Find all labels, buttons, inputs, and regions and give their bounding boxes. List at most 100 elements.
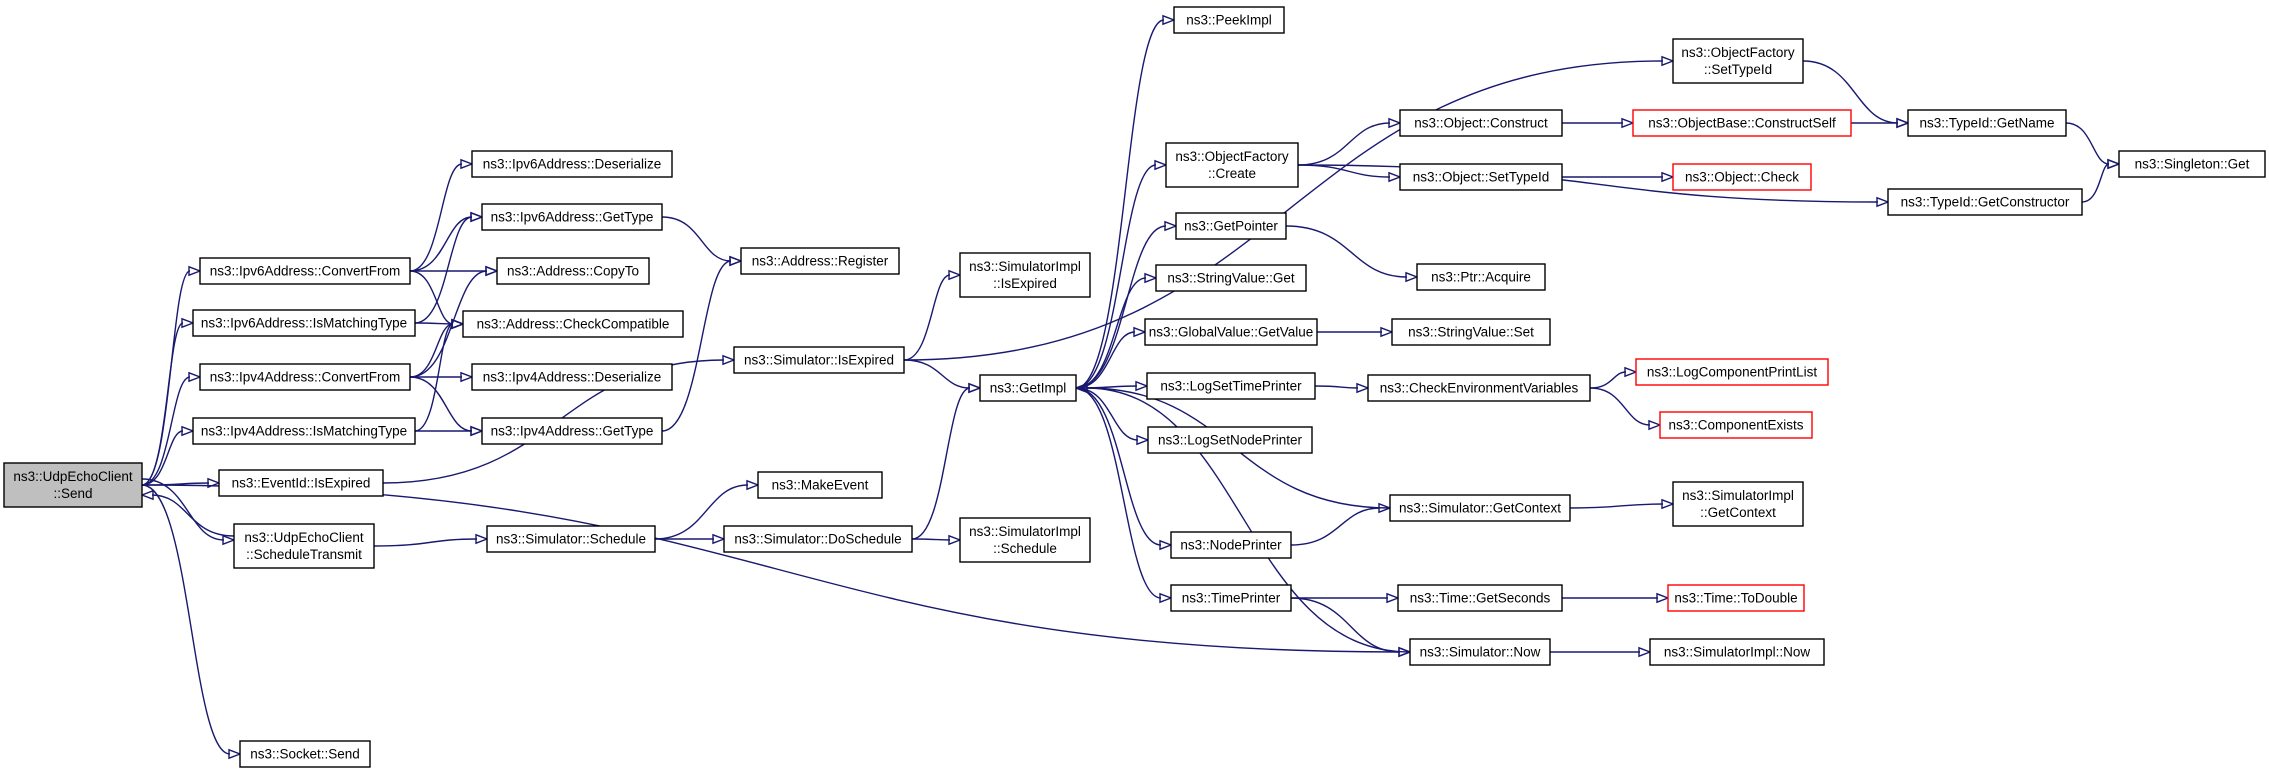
node-svset[interactable]: ns3::StringValue::Set bbox=[1391, 318, 1551, 346]
node-nodeprinter[interactable]: ns3::NodePrinter bbox=[1170, 531, 1292, 559]
edge-checkenv-to-compexists bbox=[1589, 387, 1662, 431]
edge-arrowhead bbox=[1164, 220, 1178, 232]
edge-ipv6imt-to-ipv6gt bbox=[414, 211, 484, 324]
node-svget[interactable]: ns3::StringValue::Get bbox=[1155, 264, 1307, 292]
node-ptracquire[interactable]: ns3::Ptr::Acquire bbox=[1416, 263, 1546, 291]
edge-line bbox=[409, 163, 463, 272]
node-schedtx[interactable]: ns3::UdpEchoClient::ScheduleTransmit bbox=[233, 523, 375, 569]
node-simgetctx[interactable]: ns3::Simulator::GetContext bbox=[1389, 494, 1571, 522]
edge-arrowhead bbox=[1661, 55, 1675, 67]
node-label: ns3::GetPointer bbox=[1184, 219, 1278, 234]
node-getpointer[interactable]: ns3::GetPointer bbox=[1175, 212, 1287, 240]
node-label: ns3::ObjectBase::ConstructSelf bbox=[1648, 116, 1836, 131]
edge-line bbox=[661, 260, 732, 432]
edge-arrowhead bbox=[1136, 434, 1150, 446]
node-simisexp[interactable]: ns3::Simulator::IsExpired bbox=[733, 346, 905, 374]
node-timetodouble[interactable]: ns3::Time::ToDouble bbox=[1667, 584, 1805, 612]
node-checkcompat[interactable]: ns3::Address::CheckCompatible bbox=[462, 310, 684, 338]
node-logcompprint[interactable]: ns3::LogComponentPrintList bbox=[1635, 358, 1829, 386]
node-evexp[interactable]: ns3::EventId::IsExpired bbox=[218, 469, 384, 497]
edge-ipv6cf-to-ipv6deser bbox=[409, 158, 474, 272]
edge-arrowhead bbox=[475, 533, 489, 545]
node-socksend[interactable]: ns3::Socket::Send bbox=[239, 740, 371, 768]
node-box bbox=[192, 417, 416, 445]
node-label: ns3::Object::Construct bbox=[1414, 116, 1548, 131]
edge-line bbox=[141, 376, 191, 486]
node-ofsettypeid[interactable]: ns3::ObjectFactory::SetTypeId bbox=[1672, 38, 1804, 84]
edge-arrowhead bbox=[1154, 159, 1168, 171]
node-simimplgetctx[interactable]: ns3::SimulatorImpl::GetContext bbox=[1672, 481, 1804, 527]
node-box bbox=[1672, 163, 1812, 191]
node-simimplisexp[interactable]: ns3::SimulatorImpl::IsExpired bbox=[959, 252, 1091, 298]
node-label: ::SetTypeId bbox=[1704, 62, 1772, 77]
node-getimpl[interactable]: ns3::GetImpl bbox=[979, 374, 1077, 402]
node-ipv6deser[interactable]: ns3::Ipv6Address::Deserialize bbox=[471, 150, 673, 178]
node-label: ns3::Ipv6Address::Deserialize bbox=[483, 157, 662, 172]
node-box bbox=[1659, 411, 1813, 439]
node-label: ns3::TypeId::GetName bbox=[1919, 116, 2054, 131]
node-box bbox=[1632, 109, 1852, 137]
edge-arrowhead bbox=[1159, 539, 1173, 551]
edge-timeprinter-to-simnow bbox=[1290, 597, 1412, 658]
node-timeprinter[interactable]: ns3::TimePrinter bbox=[1170, 584, 1292, 612]
node-ipv4imt[interactable]: ns3::Ipv4Address::IsMatchingType bbox=[192, 417, 416, 445]
edge-arrowhead bbox=[485, 265, 499, 277]
node-ipv4cf[interactable]: ns3::Ipv4Address::ConvertFrom bbox=[199, 363, 411, 391]
node-peekimpl[interactable]: ns3::PeekImpl bbox=[1173, 6, 1285, 34]
node-box bbox=[1165, 142, 1299, 188]
edge-line bbox=[409, 270, 454, 325]
edge-line bbox=[373, 538, 478, 547]
node-ipv6imt[interactable]: ns3::Ipv6Address::IsMatchingType bbox=[192, 309, 416, 337]
edge-arrowhead bbox=[181, 317, 195, 329]
node-addrreg[interactable]: ns3::Address::Register bbox=[740, 247, 900, 275]
node-ipv4gt[interactable]: ns3::Ipv4Address::GetType bbox=[481, 417, 663, 445]
node-send[interactable]: ns3::UdpEchoClient::Send bbox=[3, 462, 143, 508]
node-label: ::ScheduleTransmit bbox=[246, 547, 362, 562]
edge-arrowhead bbox=[1133, 326, 1147, 338]
node-label: ns3::LogSetNodePrinter bbox=[1158, 433, 1303, 448]
node-simimplsched[interactable]: ns3::SimulatorImpl::Schedule bbox=[959, 517, 1091, 563]
node-typeidgetname[interactable]: ns3::TypeId::GetName bbox=[1907, 109, 2067, 137]
node-objsettypeid[interactable]: ns3::Object::SetTypeId bbox=[1399, 163, 1563, 191]
node-ipv4deser[interactable]: ns3::Ipv4Address::Deserialize bbox=[471, 363, 673, 391]
node-simsched[interactable]: ns3::Simulator::Schedule bbox=[486, 525, 656, 553]
node-typeidgetctor[interactable]: ns3::TypeId::GetConstructor bbox=[1887, 188, 2083, 216]
edge-line bbox=[141, 484, 1401, 653]
edge-getimpl-to-nodeprinter bbox=[1075, 387, 1173, 551]
node-logsetnode[interactable]: ns3::LogSetNodePrinter bbox=[1147, 426, 1313, 454]
node-label: ns3::TimePrinter bbox=[1182, 591, 1281, 606]
edge-line bbox=[1314, 385, 1359, 389]
node-makeevent[interactable]: ns3::MakeEvent bbox=[757, 471, 883, 499]
node-compexists[interactable]: ns3::ComponentExists bbox=[1659, 411, 1813, 439]
edge-line bbox=[1075, 225, 1167, 389]
node-singletonget[interactable]: ns3::Singleton::Get bbox=[2118, 150, 2266, 178]
node-ofcreate[interactable]: ns3::ObjectFactory::Create bbox=[1165, 142, 1299, 188]
node-label: ns3::Ipv6Address::GetType bbox=[491, 210, 654, 225]
node-box bbox=[979, 374, 1077, 402]
edge-arrowhead bbox=[1162, 14, 1176, 26]
node-label: ns3::Socket::Send bbox=[250, 747, 360, 762]
edge-ipv4cf-to-checkcompat bbox=[409, 318, 465, 378]
node-simdosched[interactable]: ns3::Simulator::DoSchedule bbox=[723, 525, 913, 553]
node-simimplnow[interactable]: ns3::SimulatorImpl::Now bbox=[1649, 638, 1825, 666]
node-objconstruct[interactable]: ns3::Object::Construct bbox=[1399, 109, 1563, 137]
node-ipv6cf[interactable]: ns3::Ipv6Address::ConvertFrom bbox=[199, 257, 411, 285]
node-checkenv[interactable]: ns3::CheckEnvironmentVariables bbox=[1367, 374, 1591, 402]
node-logsettime[interactable]: ns3::LogSetTimePrinter bbox=[1146, 372, 1316, 400]
node-copyto[interactable]: ns3::Address::CopyTo bbox=[496, 257, 650, 285]
node-gvgetvalue[interactable]: ns3::GlobalValue::GetValue bbox=[1144, 318, 1318, 346]
node-ipv6gt[interactable]: ns3::Ipv6Address::GetType bbox=[481, 203, 663, 231]
node-label: ns3::CheckEnvironmentVariables bbox=[1380, 381, 1579, 396]
node-label: ns3::Address::CheckCompatible bbox=[477, 317, 670, 332]
node-timegetsec[interactable]: ns3::Time::GetSeconds bbox=[1397, 584, 1563, 612]
node-simnow[interactable]: ns3::Simulator::Now bbox=[1409, 638, 1551, 666]
edge-line bbox=[1290, 597, 1401, 653]
edge-line bbox=[2081, 163, 2110, 203]
edge-getimpl-to-getpointer bbox=[1075, 220, 1178, 389]
node-objbaseconstructself[interactable]: ns3::ObjectBase::ConstructSelf bbox=[1632, 109, 1852, 137]
node-label: ns3::EventId::IsExpired bbox=[232, 476, 371, 491]
node-objcheck[interactable]: ns3::Object::Check bbox=[1672, 163, 1812, 191]
node-label: ns3::Ipv4Address::Deserialize bbox=[483, 370, 662, 385]
edge-line bbox=[1075, 164, 1157, 389]
